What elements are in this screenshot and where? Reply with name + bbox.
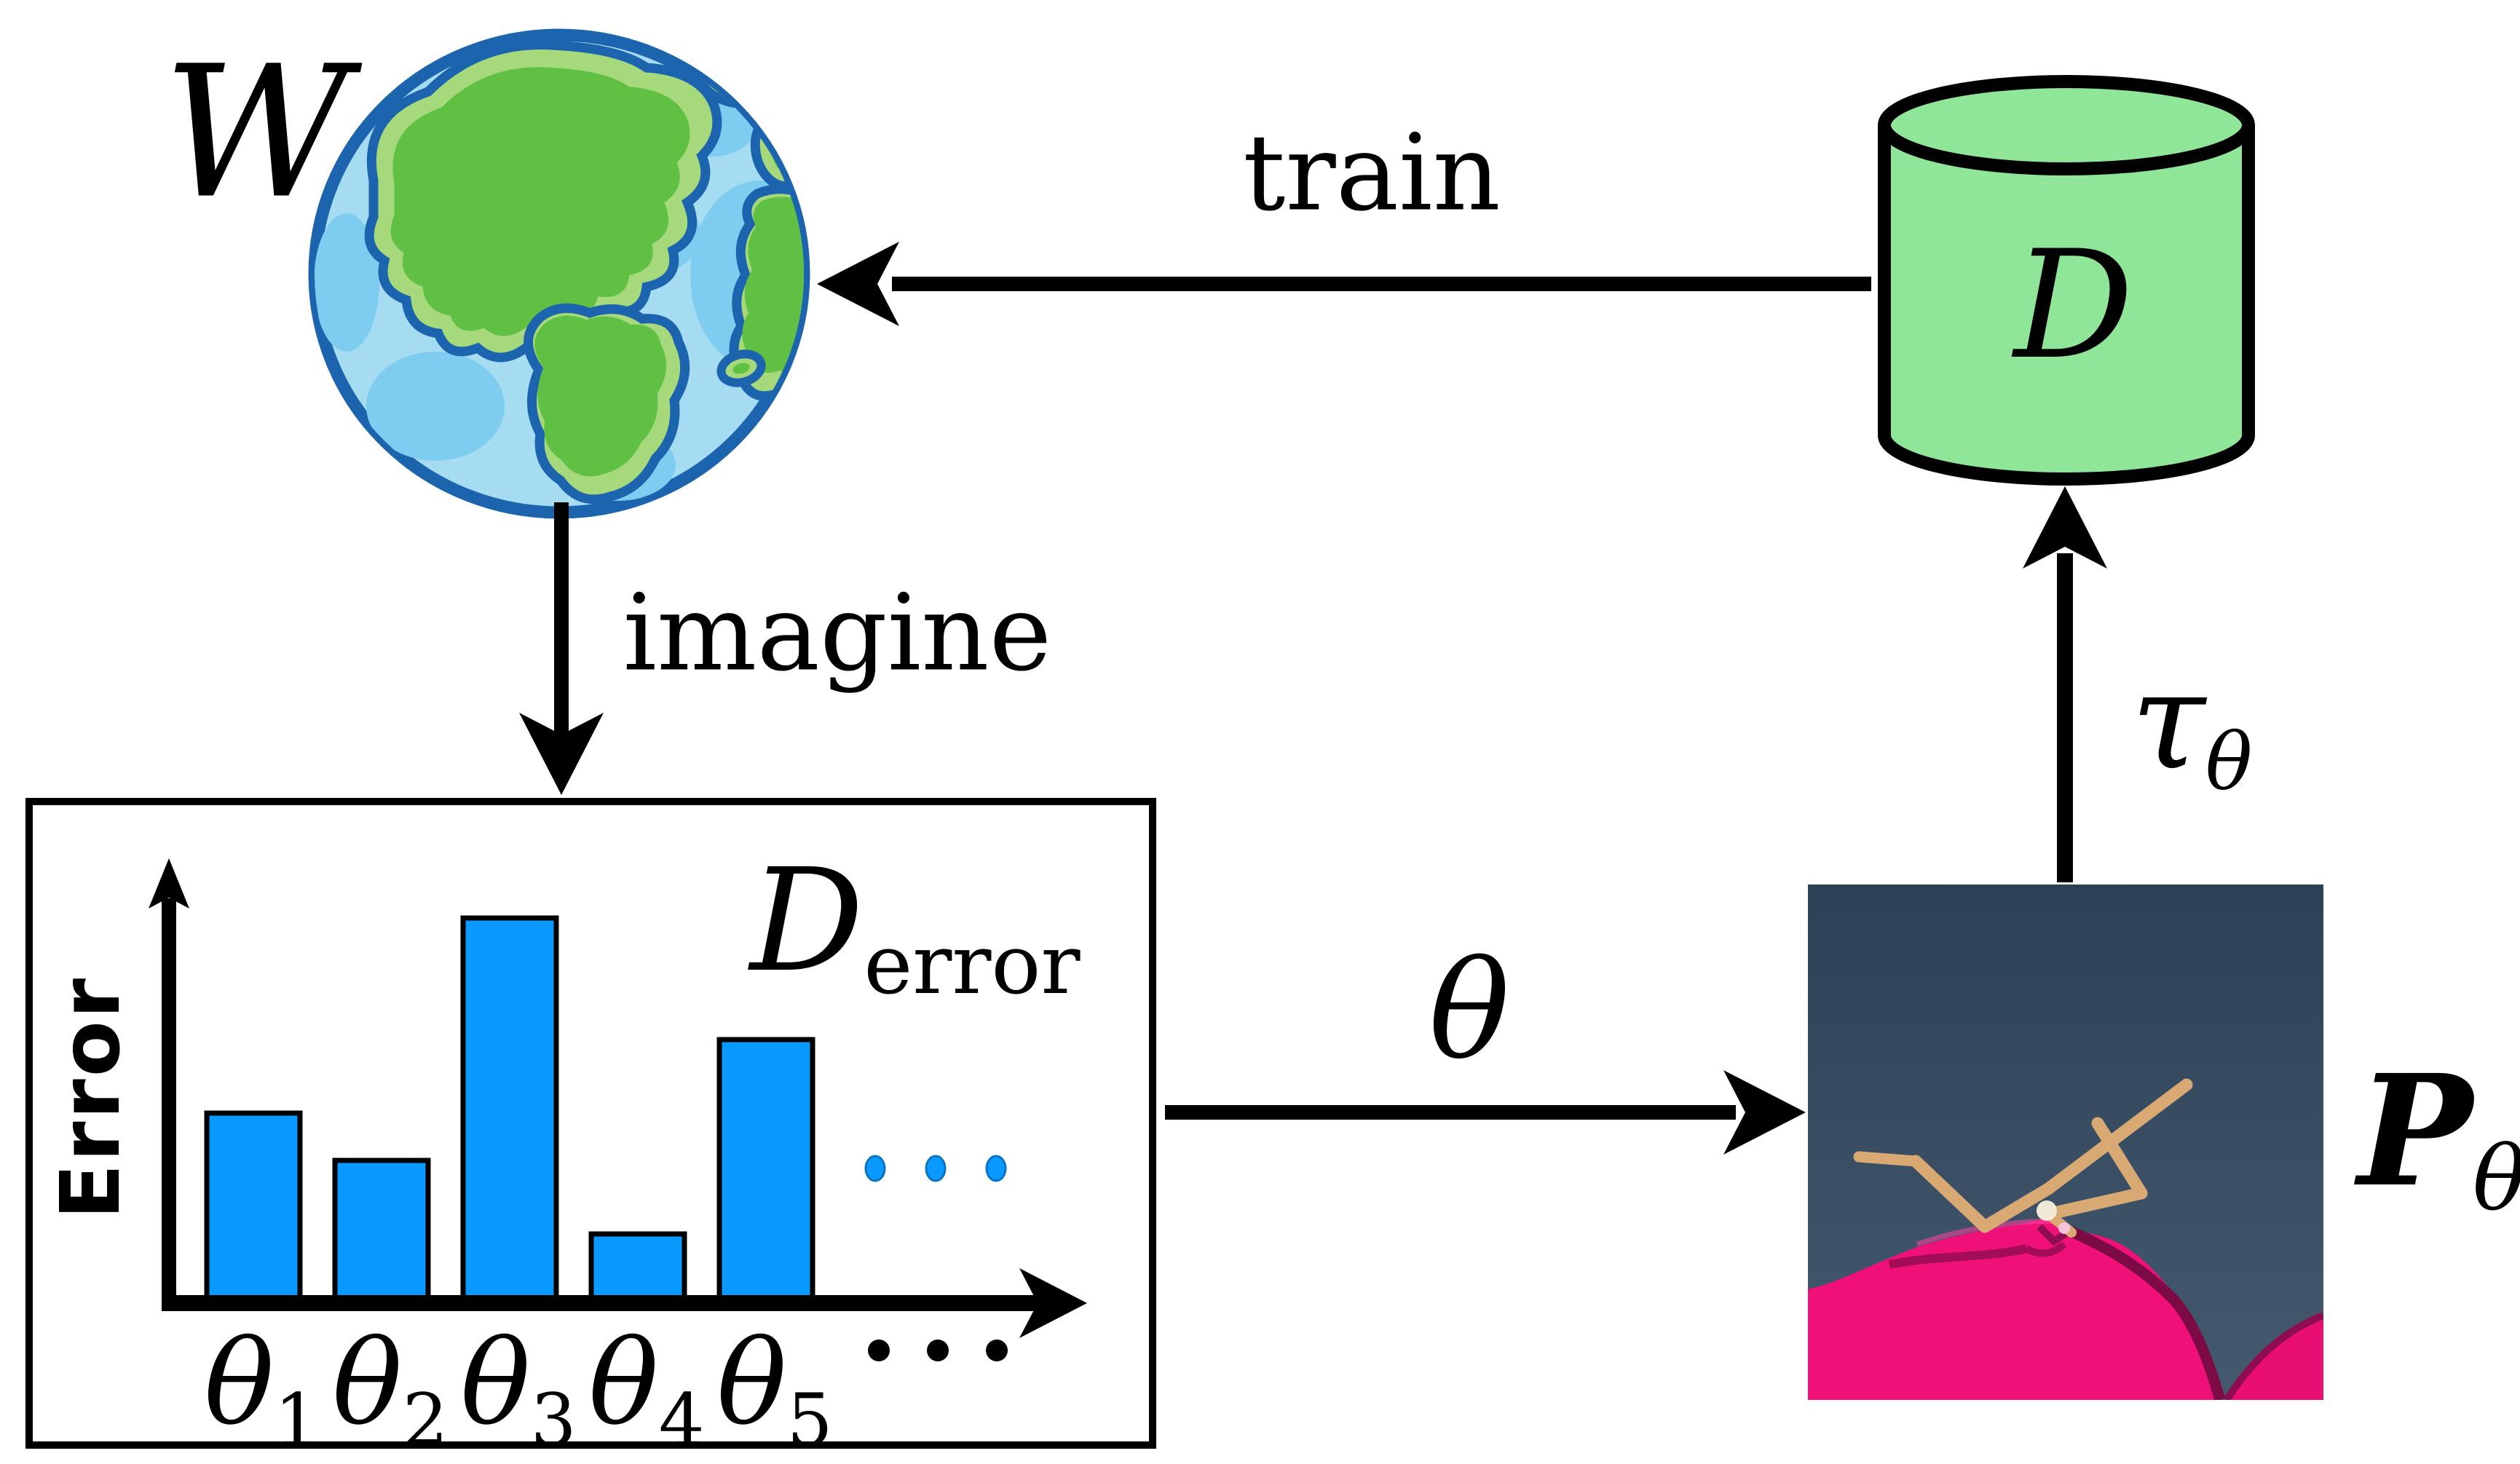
database-cylinder bbox=[1878, 75, 2255, 486]
blue-ellipsis-dots bbox=[864, 1155, 1007, 1182]
tau-subscript: θ bbox=[2205, 717, 2253, 809]
robot-torso bbox=[2042, 1078, 2193, 1195]
black-dot bbox=[986, 1340, 1008, 1361]
tau-arrow bbox=[2023, 486, 2107, 882]
robot-shin bbox=[2045, 1187, 2148, 1220]
bars-group bbox=[204, 915, 815, 1306]
globe-continent-northwest bbox=[364, 40, 722, 363]
policy-label: Pθ bbox=[2358, 1041, 2520, 1230]
imagine-arrow-label: imagine bbox=[623, 571, 1052, 695]
cylinder-top bbox=[1878, 75, 2255, 175]
tau-arrow-label: τθ bbox=[2130, 642, 2253, 808]
bar bbox=[716, 1037, 815, 1306]
category-subscript: 1 bbox=[274, 1378, 320, 1463]
bar bbox=[204, 1110, 303, 1306]
sim-terrain-right-hill bbox=[2227, 1315, 2323, 1400]
train-arrow bbox=[817, 242, 1871, 326]
category-base: θ bbox=[716, 1315, 787, 1451]
category-label: θ2 bbox=[332, 1315, 448, 1463]
category-base: θ bbox=[588, 1315, 659, 1451]
tau-base: τ bbox=[2130, 642, 2205, 799]
robot-ankle-ball bbox=[2037, 1200, 2057, 1221]
sim-terrain-cliff-shadow bbox=[2064, 1224, 2226, 1400]
sim-robot bbox=[1853, 1078, 2193, 1238]
world-label: W bbox=[162, 26, 350, 239]
category-subscript: 4 bbox=[658, 1378, 705, 1463]
y-axis-arrowhead bbox=[149, 858, 189, 909]
globe-continent-south bbox=[524, 303, 690, 505]
earth-globe-icon bbox=[308, 28, 810, 519]
blue-dot bbox=[985, 1155, 1007, 1182]
bar bbox=[588, 1231, 687, 1306]
train-arrow-label: train bbox=[1243, 111, 1501, 235]
x-axis-arrowhead bbox=[1019, 1268, 1087, 1338]
black-dot bbox=[868, 1340, 890, 1361]
robot-back-foot bbox=[1853, 1151, 1921, 1167]
robot-back-shin bbox=[1909, 1155, 1991, 1233]
bar bbox=[460, 915, 559, 1306]
blue-dot bbox=[864, 1155, 886, 1182]
category-label: θ5 bbox=[716, 1315, 832, 1463]
black-ellipsis-dots bbox=[868, 1340, 1008, 1361]
category-label: θ3 bbox=[460, 1315, 576, 1463]
cylinder-body bbox=[1878, 125, 2255, 486]
category-base: θ bbox=[460, 1315, 531, 1451]
chart-title-base: D bbox=[750, 838, 864, 1003]
bar bbox=[332, 1158, 431, 1306]
robot-back-thigh bbox=[1978, 1182, 2055, 1233]
theta-arrow-label: θ bbox=[1429, 932, 1510, 1089]
imagine-arrow bbox=[519, 502, 604, 795]
sim-terrain-crack bbox=[1888, 1244, 2028, 1269]
category-base: θ bbox=[332, 1315, 403, 1451]
dataset-label: D bbox=[2013, 219, 2134, 392]
category-label: θ4 bbox=[588, 1315, 704, 1463]
robot-foot-highlight bbox=[2058, 1222, 2070, 1234]
error-axis-label: Error bbox=[44, 976, 138, 1220]
category-base: θ bbox=[204, 1315, 274, 1451]
robot-simulator-image bbox=[1808, 885, 2323, 1400]
robot-thigh bbox=[2091, 1117, 2148, 1200]
policy-subscript: θ bbox=[2473, 1127, 2520, 1230]
category-subscript: 5 bbox=[786, 1378, 833, 1463]
chart-title: Derror bbox=[750, 838, 1081, 1013]
chart-title-subscript: error bbox=[864, 916, 1081, 1013]
category-subscript: 3 bbox=[530, 1378, 577, 1463]
theta-arrow bbox=[1165, 1070, 1806, 1155]
black-dot bbox=[927, 1340, 949, 1361]
policy-base: P bbox=[2358, 1041, 2473, 1221]
category-subscript: 2 bbox=[402, 1378, 449, 1463]
error-bar-chart bbox=[149, 858, 1087, 1361]
category-label: θ1 bbox=[204, 1315, 320, 1463]
blue-dot bbox=[925, 1155, 947, 1182]
